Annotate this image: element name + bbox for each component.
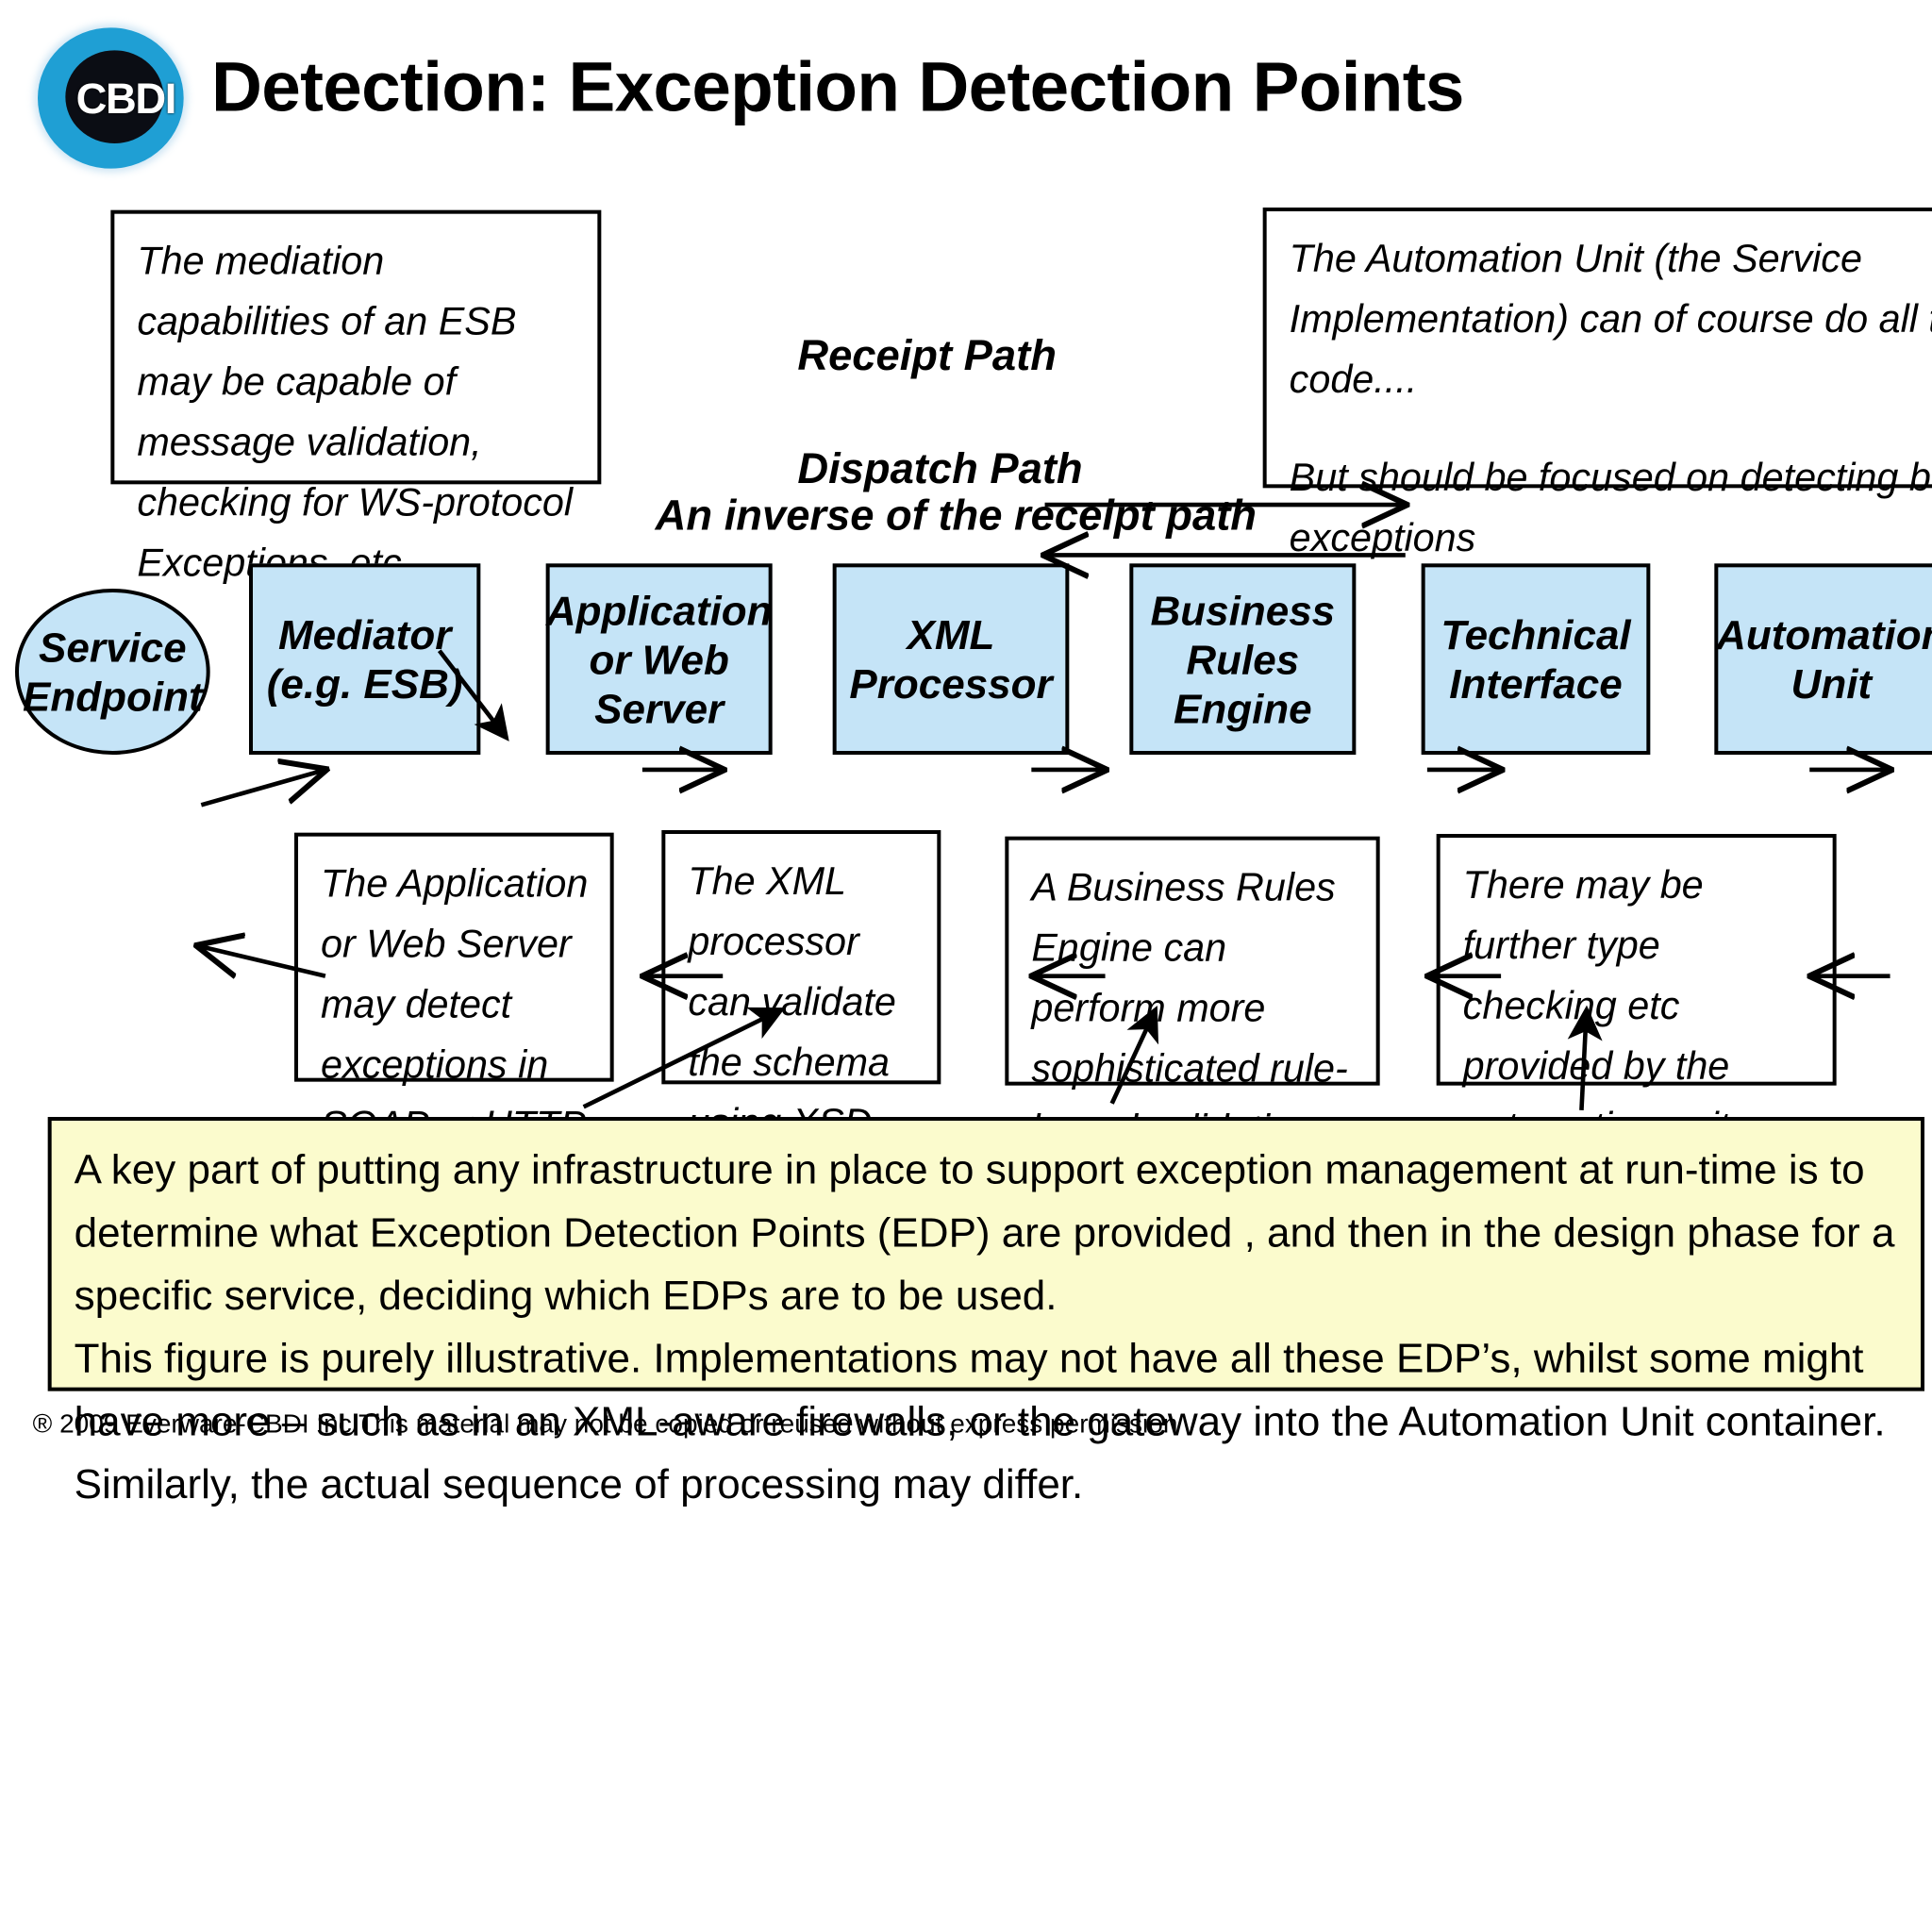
callout-mediation-capabilities: The mediation capabilities of an ESB may…: [110, 209, 602, 585]
logo-wordmark: CBDI: [75, 75, 177, 124]
callout-automation-paragraph-2: But should be focused on detecting busin…: [1289, 455, 1932, 560]
callout-business-rules-engine: A Business Rules Engine can perform more…: [1005, 836, 1380, 1211]
node-business-rules-engine[interactable]: Business Rules Engine: [1129, 563, 1357, 755]
logo-inner-ellipse: [65, 50, 164, 143]
callout-automation-paragraph-1: The Automation Unit (the Service Impleme…: [1289, 236, 1932, 402]
node-mediator-label: Mediator (e.g. ESB): [266, 610, 463, 708]
arrow-endpoint-to-mediator: [200, 770, 325, 808]
slide-canvas: CBDI Detection: Exception Detection Poin…: [0, 0, 1932, 1507]
node-automation-unit-label: Automation Unit: [1716, 610, 1932, 708]
page-title: Detection: Exception Detection Points: [210, 46, 1464, 126]
callout-automation-unit: The Automation Unit (the Service Impleme…: [1262, 207, 1932, 559]
callout-application-web-server-text: The Application or Web Server may detect…: [320, 861, 589, 1147]
dispatch-path-label: Dispatch Path: [797, 444, 1083, 493]
node-mediator[interactable]: Mediator (e.g. ESB): [248, 563, 481, 755]
node-service-endpoint[interactable]: Service Endpoint: [14, 588, 210, 755]
summary-paragraph-1: A key part of putting any infrastructure…: [74, 1145, 1895, 1319]
callout-xml-processor: The XML processor can validate the schem…: [661, 829, 941, 1144]
node-business-rules-engine-label: Business Rules Engine: [1150, 586, 1336, 732]
node-application-or-web-server[interactable]: Application or Web Server: [545, 563, 773, 755]
node-automation-unit[interactable]: Automation Unit: [1714, 563, 1932, 755]
callout-mediation-text: The mediation capabilities of an ESB may…: [137, 239, 574, 585]
node-technical-interface[interactable]: Technical Interface: [1421, 563, 1651, 755]
callout-type-checking: There may be further type checking etc p…: [1436, 833, 1837, 1208]
summary-note-box: A key part of putting any infrastructure…: [47, 1116, 1924, 1507]
node-xml-processor-label: XML Processor: [849, 610, 1053, 708]
node-technical-interface-label: Technical Interface: [1441, 610, 1631, 708]
dispatch-path-sublabel: An inverse of the receipt path: [655, 491, 1257, 540]
node-service-endpoint-label: Service Endpoint: [23, 624, 203, 720]
callout-application-web-server: The Application or Web Server may detect…: [293, 832, 614, 1147]
node-xml-processor[interactable]: XML Processor: [832, 563, 1070, 755]
callout-xml-processor-text: The XML processor can validate the schem…: [688, 858, 896, 1145]
receipt-path-label: Receipt Path: [797, 331, 1057, 380]
slide-header: CBDI Detection: Exception Detection Poin…: [0, 0, 1932, 189]
node-application-or-web-server-label: Application or Web Server: [545, 586, 773, 732]
footer-copyright: ® 2009 Everware-CBDI Inc This material m…: [32, 1409, 1178, 1440]
cbdi-logo: CBDI: [27, 23, 193, 171]
